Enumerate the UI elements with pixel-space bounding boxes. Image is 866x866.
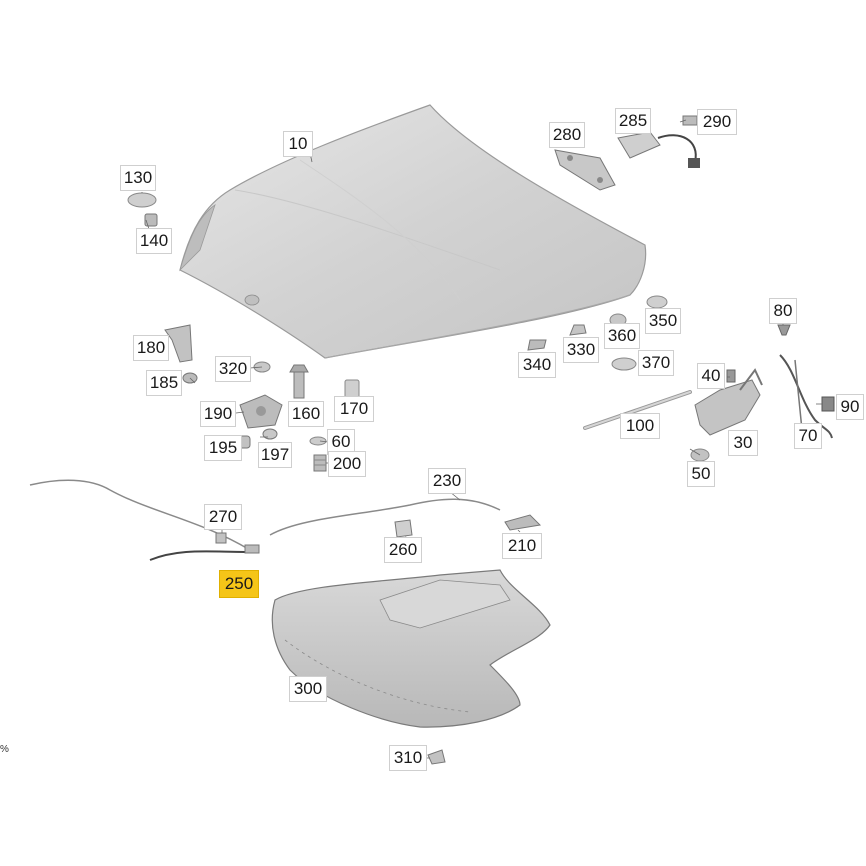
stray-mark: % bbox=[0, 744, 9, 755]
clip-197-part[interactable] bbox=[262, 428, 278, 440]
callout-285[interactable]: 285 bbox=[615, 108, 651, 134]
cable-70-part[interactable] bbox=[779, 354, 833, 439]
callout-370[interactable]: 370 bbox=[638, 350, 674, 376]
callout-250[interactable]: 250 bbox=[219, 570, 259, 598]
callout-290[interactable]: 290 bbox=[697, 109, 737, 135]
clip-260-part[interactable] bbox=[394, 519, 413, 538]
latch-190-part[interactable] bbox=[239, 394, 283, 429]
callout-350[interactable]: 350 bbox=[645, 308, 681, 334]
callout-260[interactable]: 260 bbox=[384, 537, 422, 563]
connector-90-part[interactable] bbox=[821, 396, 835, 412]
callout-70[interactable]: 70 bbox=[794, 423, 822, 449]
callout-185[interactable]: 185 bbox=[146, 370, 182, 396]
insulation-panel-part[interactable] bbox=[271, 569, 551, 728]
handle-210-part[interactable] bbox=[504, 514, 542, 531]
bumper-60-part[interactable] bbox=[309, 436, 327, 446]
bracket-180-part[interactable] bbox=[164, 324, 193, 363]
washer-350-part[interactable] bbox=[646, 295, 668, 309]
callout-195[interactable]: 195 bbox=[204, 435, 242, 461]
callout-80[interactable]: 80 bbox=[769, 298, 797, 324]
latch-280-part[interactable] bbox=[554, 149, 616, 191]
clip-270-part[interactable] bbox=[215, 532, 227, 544]
callout-60[interactable]: 60 bbox=[327, 429, 355, 455]
callout-180[interactable]: 180 bbox=[133, 335, 169, 361]
callout-190[interactable]: 190 bbox=[200, 401, 236, 427]
callout-100[interactable]: 100 bbox=[620, 413, 660, 439]
callout-210[interactable]: 210 bbox=[502, 533, 542, 559]
callout-160[interactable]: 160 bbox=[288, 401, 324, 427]
bolt-40-part[interactable] bbox=[726, 369, 736, 383]
grommet-140-part[interactable] bbox=[144, 213, 158, 227]
callout-10[interactable]: 10 bbox=[283, 131, 313, 157]
spring-200-part[interactable] bbox=[313, 454, 327, 472]
callout-197[interactable]: 197 bbox=[258, 442, 292, 468]
callout-360[interactable]: 360 bbox=[604, 323, 640, 349]
pin-160-part[interactable] bbox=[289, 364, 309, 399]
callout-230[interactable]: 230 bbox=[428, 468, 466, 494]
callout-170[interactable]: 170 bbox=[334, 396, 374, 422]
callout-40[interactable]: 40 bbox=[697, 363, 725, 389]
hinge-30-part[interactable] bbox=[694, 368, 763, 436]
callout-200[interactable]: 200 bbox=[328, 451, 366, 477]
callout-140[interactable]: 140 bbox=[136, 228, 172, 254]
washer-370-part[interactable] bbox=[611, 357, 637, 371]
callout-30[interactable]: 30 bbox=[728, 430, 758, 456]
bumper-330-part[interactable] bbox=[569, 324, 587, 336]
clip-310-part[interactable] bbox=[427, 749, 446, 765]
bumper-340-part[interactable] bbox=[527, 339, 547, 351]
hood-part[interactable] bbox=[179, 104, 647, 359]
callout-50[interactable]: 50 bbox=[687, 461, 715, 487]
callout-310[interactable]: 310 bbox=[389, 745, 427, 771]
strut-100-part[interactable] bbox=[583, 390, 692, 430]
callout-130[interactable]: 130 bbox=[120, 165, 156, 191]
screw-80-part[interactable] bbox=[777, 324, 791, 336]
emblem-part[interactable] bbox=[127, 192, 157, 208]
switch-285-part[interactable] bbox=[617, 131, 700, 168]
callout-90[interactable]: 90 bbox=[836, 394, 864, 420]
callout-280[interactable]: 280 bbox=[549, 122, 585, 148]
callout-330[interactable]: 330 bbox=[563, 337, 599, 363]
callout-300[interactable]: 300 bbox=[289, 676, 327, 702]
callout-270[interactable]: 270 bbox=[204, 504, 242, 530]
callout-340[interactable]: 340 bbox=[518, 352, 556, 378]
callout-320[interactable]: 320 bbox=[215, 356, 251, 382]
